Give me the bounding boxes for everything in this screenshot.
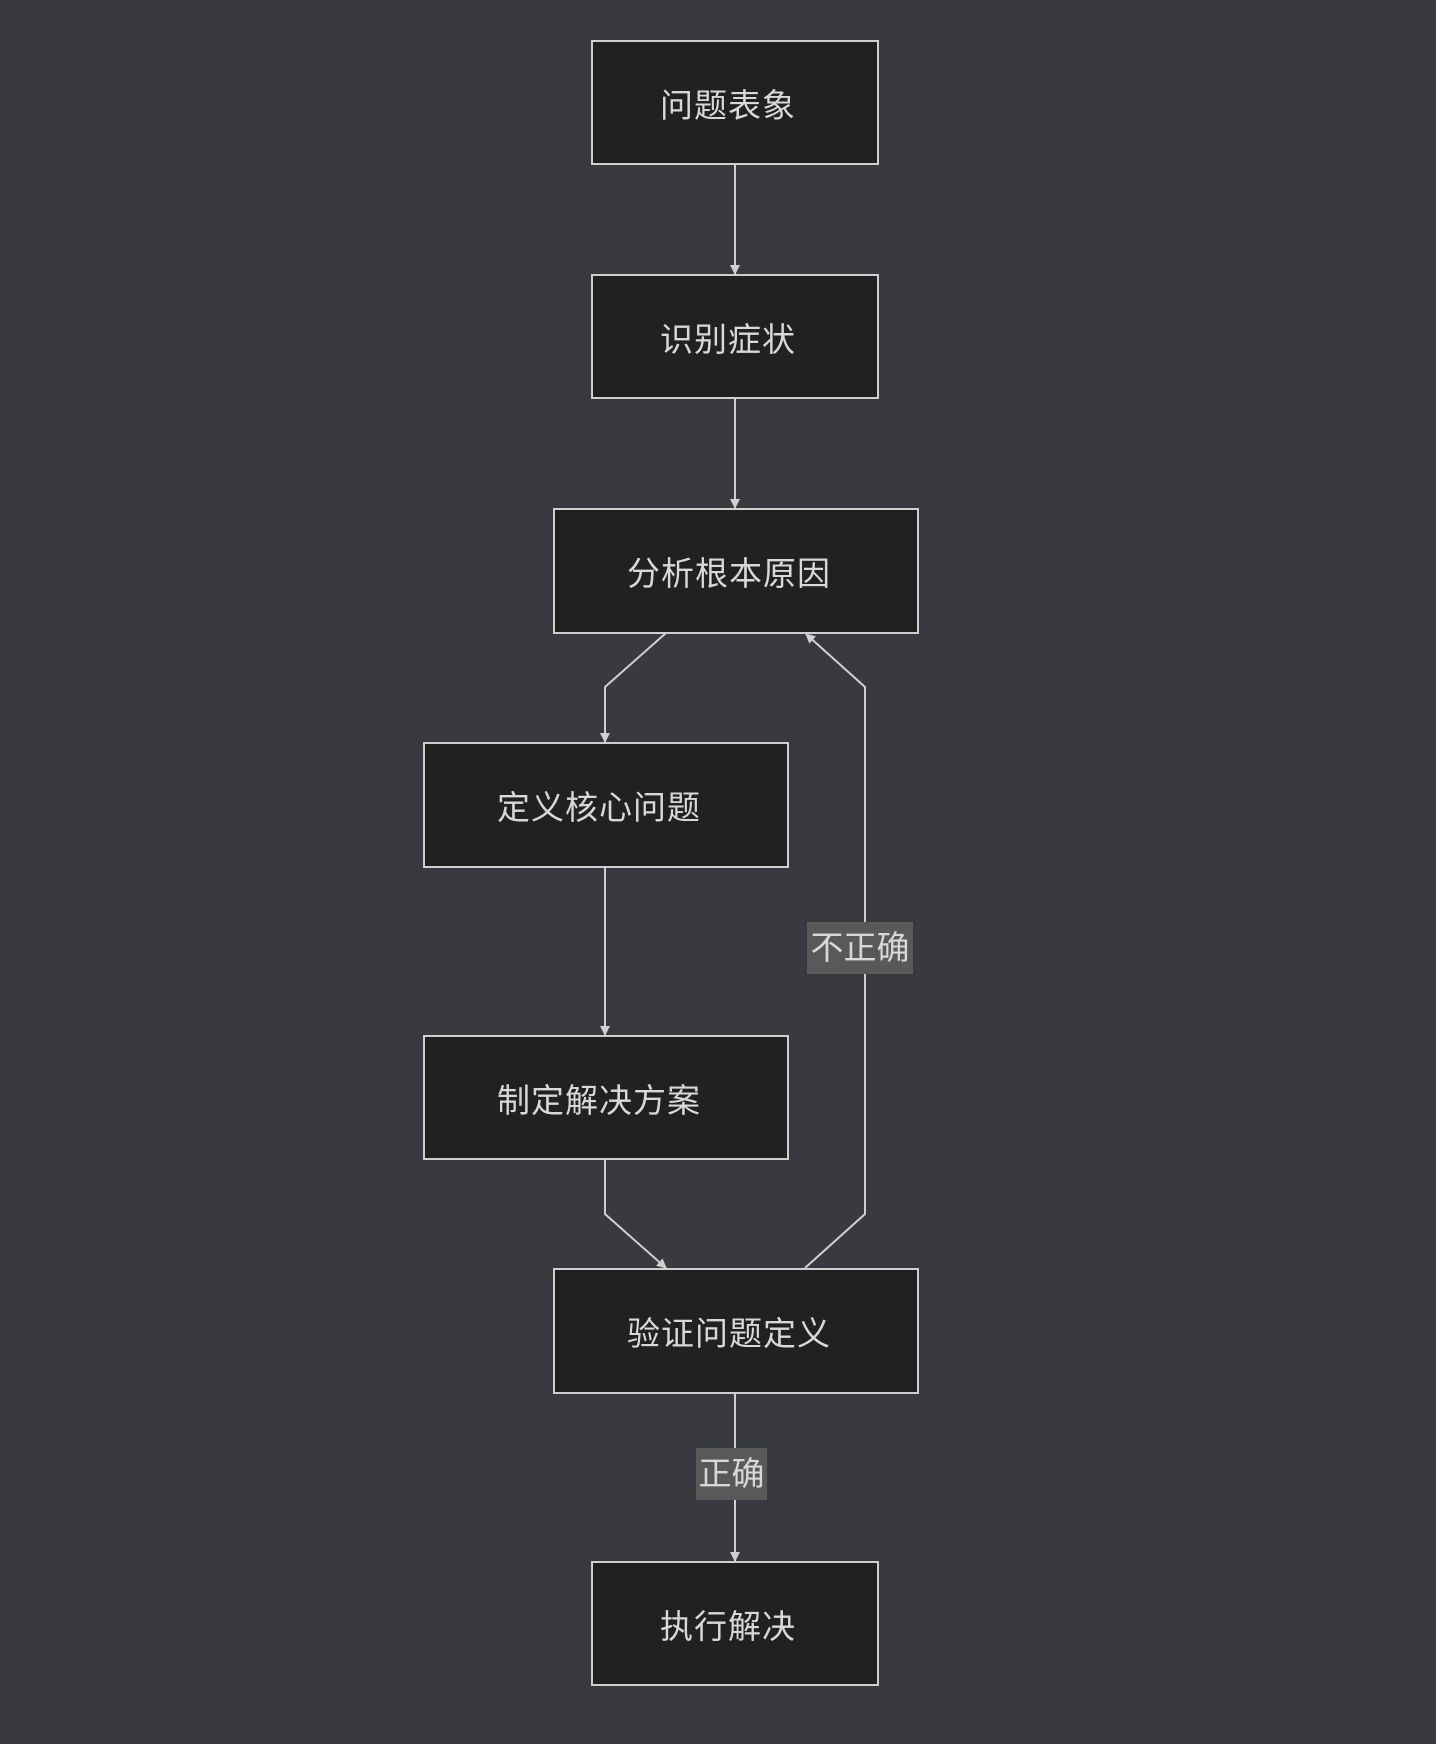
node-verify-definition: 验证问题定义 <box>553 1268 919 1394</box>
node-label: 制定解决方案 <box>497 1080 701 1120</box>
node-problem-symptom: 问题表象 <box>591 40 879 165</box>
node-label: 分析根本原因 <box>627 554 831 593</box>
node-analyze-root-cause: 分析根本原因 <box>553 508 919 634</box>
node-label: 验证问题定义 <box>627 1314 831 1353</box>
node-label: 定义核心问题 <box>497 788 701 827</box>
node-label: 问题表象 <box>660 85 796 125</box>
edge-label-correct: 正确 <box>696 1448 767 1500</box>
edge-n5-n6 <box>604 1159 667 1269</box>
node-define-core-problem: 定义核心问题 <box>423 742 789 868</box>
node-execute-solution: 执行解决 <box>591 1561 879 1686</box>
node-identify-symptoms: 识别症状 <box>591 274 879 399</box>
edge-label-incorrect: 不正确 <box>807 922 913 974</box>
node-label: 识别症状 <box>660 319 796 359</box>
node-label: 执行解决 <box>660 1606 796 1646</box>
node-make-solution: 制定解决方案 <box>423 1035 789 1160</box>
edge-n3-n4 <box>600 632 667 743</box>
